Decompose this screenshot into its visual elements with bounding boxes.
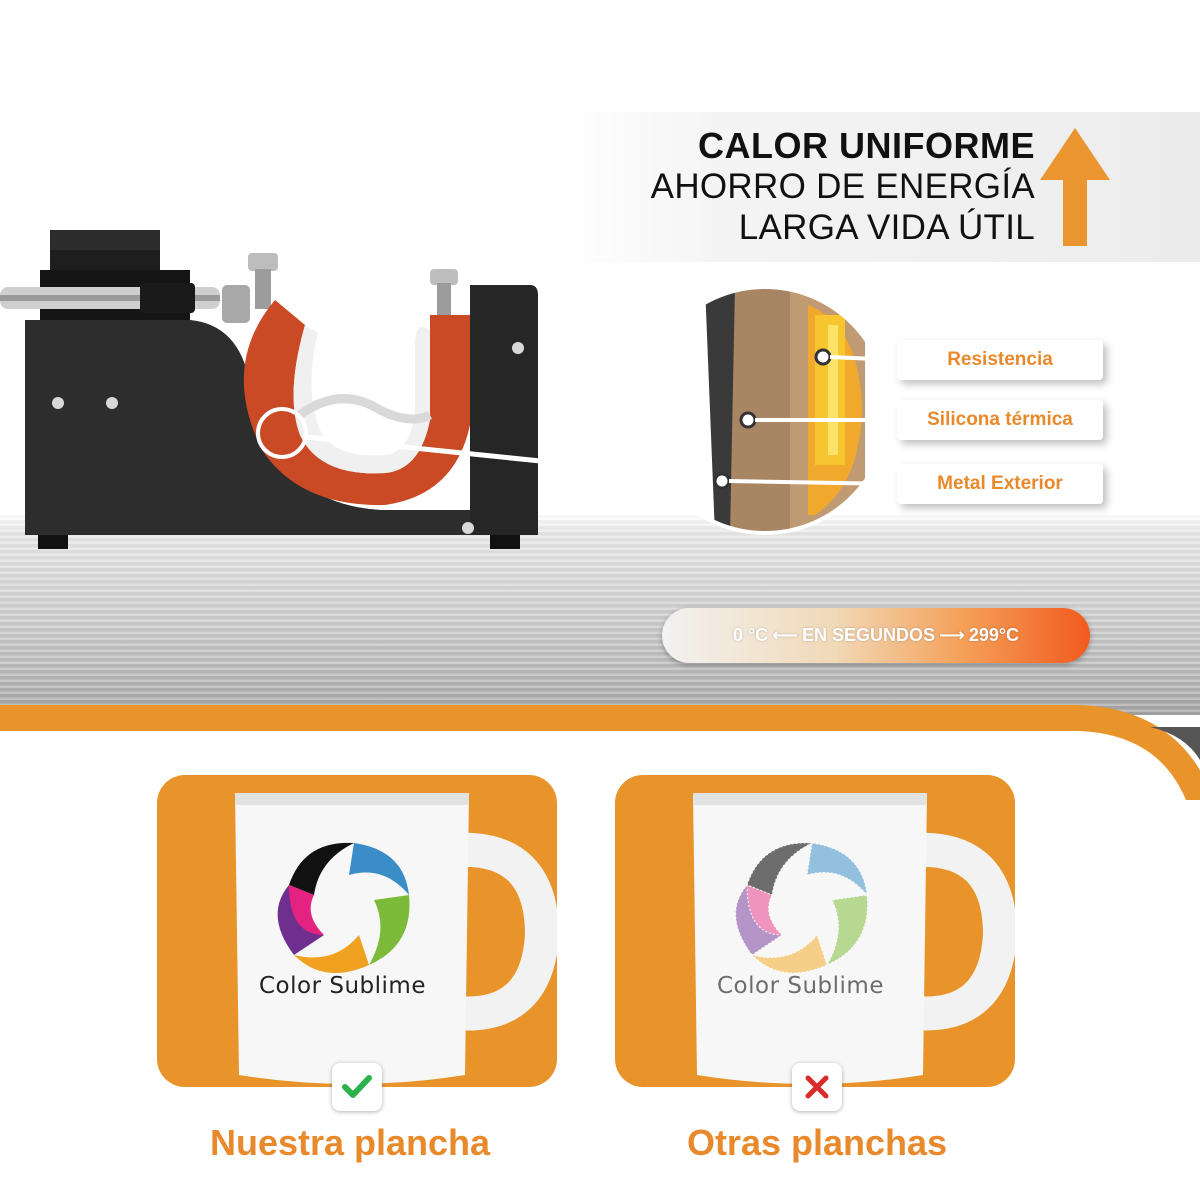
arrow-right-icon: ⟶ [939,625,965,645]
headline: CALOR UNIFORME AHORRO DE ENERGÍA LARGA V… [651,128,1035,251]
arrow-up-icon [1040,128,1110,246]
cross-icon [805,1075,829,1099]
headline-line-1: CALOR UNIFORME [698,125,1035,166]
headline-background [560,112,1200,262]
label-silicone: Silicona térmica [897,400,1103,440]
temp-min: 0 °C [732,625,769,645]
mug-image-good [235,793,557,1084]
cross-badge [792,1063,842,1111]
mug-brand-good: Color Sublime [259,973,426,999]
temp-label: EN SEGUNDOS [801,625,935,645]
card-our-press: Color Sublime [157,775,557,1087]
temperature-range: 0 °C ⟵ EN SEGUNDOS ⟶ 299°C [662,608,1090,663]
headline-line-2: AHORRO DE ENERGÍA [650,167,1035,206]
check-badge [332,1063,382,1111]
label-resistance: Resistencia [897,340,1103,380]
arrow-left-icon: ⟵ [772,625,798,645]
label-metal: Metal Exterior [897,464,1103,504]
temp-max: 299°C [968,625,1020,645]
check-icon [342,1075,372,1098]
caption-other-press: Otras planchas [686,1122,948,1163]
mug-press-machine [0,230,560,549]
headline-line-3: LARGA VIDA ÚTIL [738,208,1035,247]
card-other-press: Color Sublime [615,775,1015,1087]
heating-layers-zoom [640,285,865,535]
mug-brand-bad: Color Sublime [717,973,884,999]
caption-our-press: Nuestra plancha [209,1122,491,1163]
mug-image-bad [693,793,1015,1084]
